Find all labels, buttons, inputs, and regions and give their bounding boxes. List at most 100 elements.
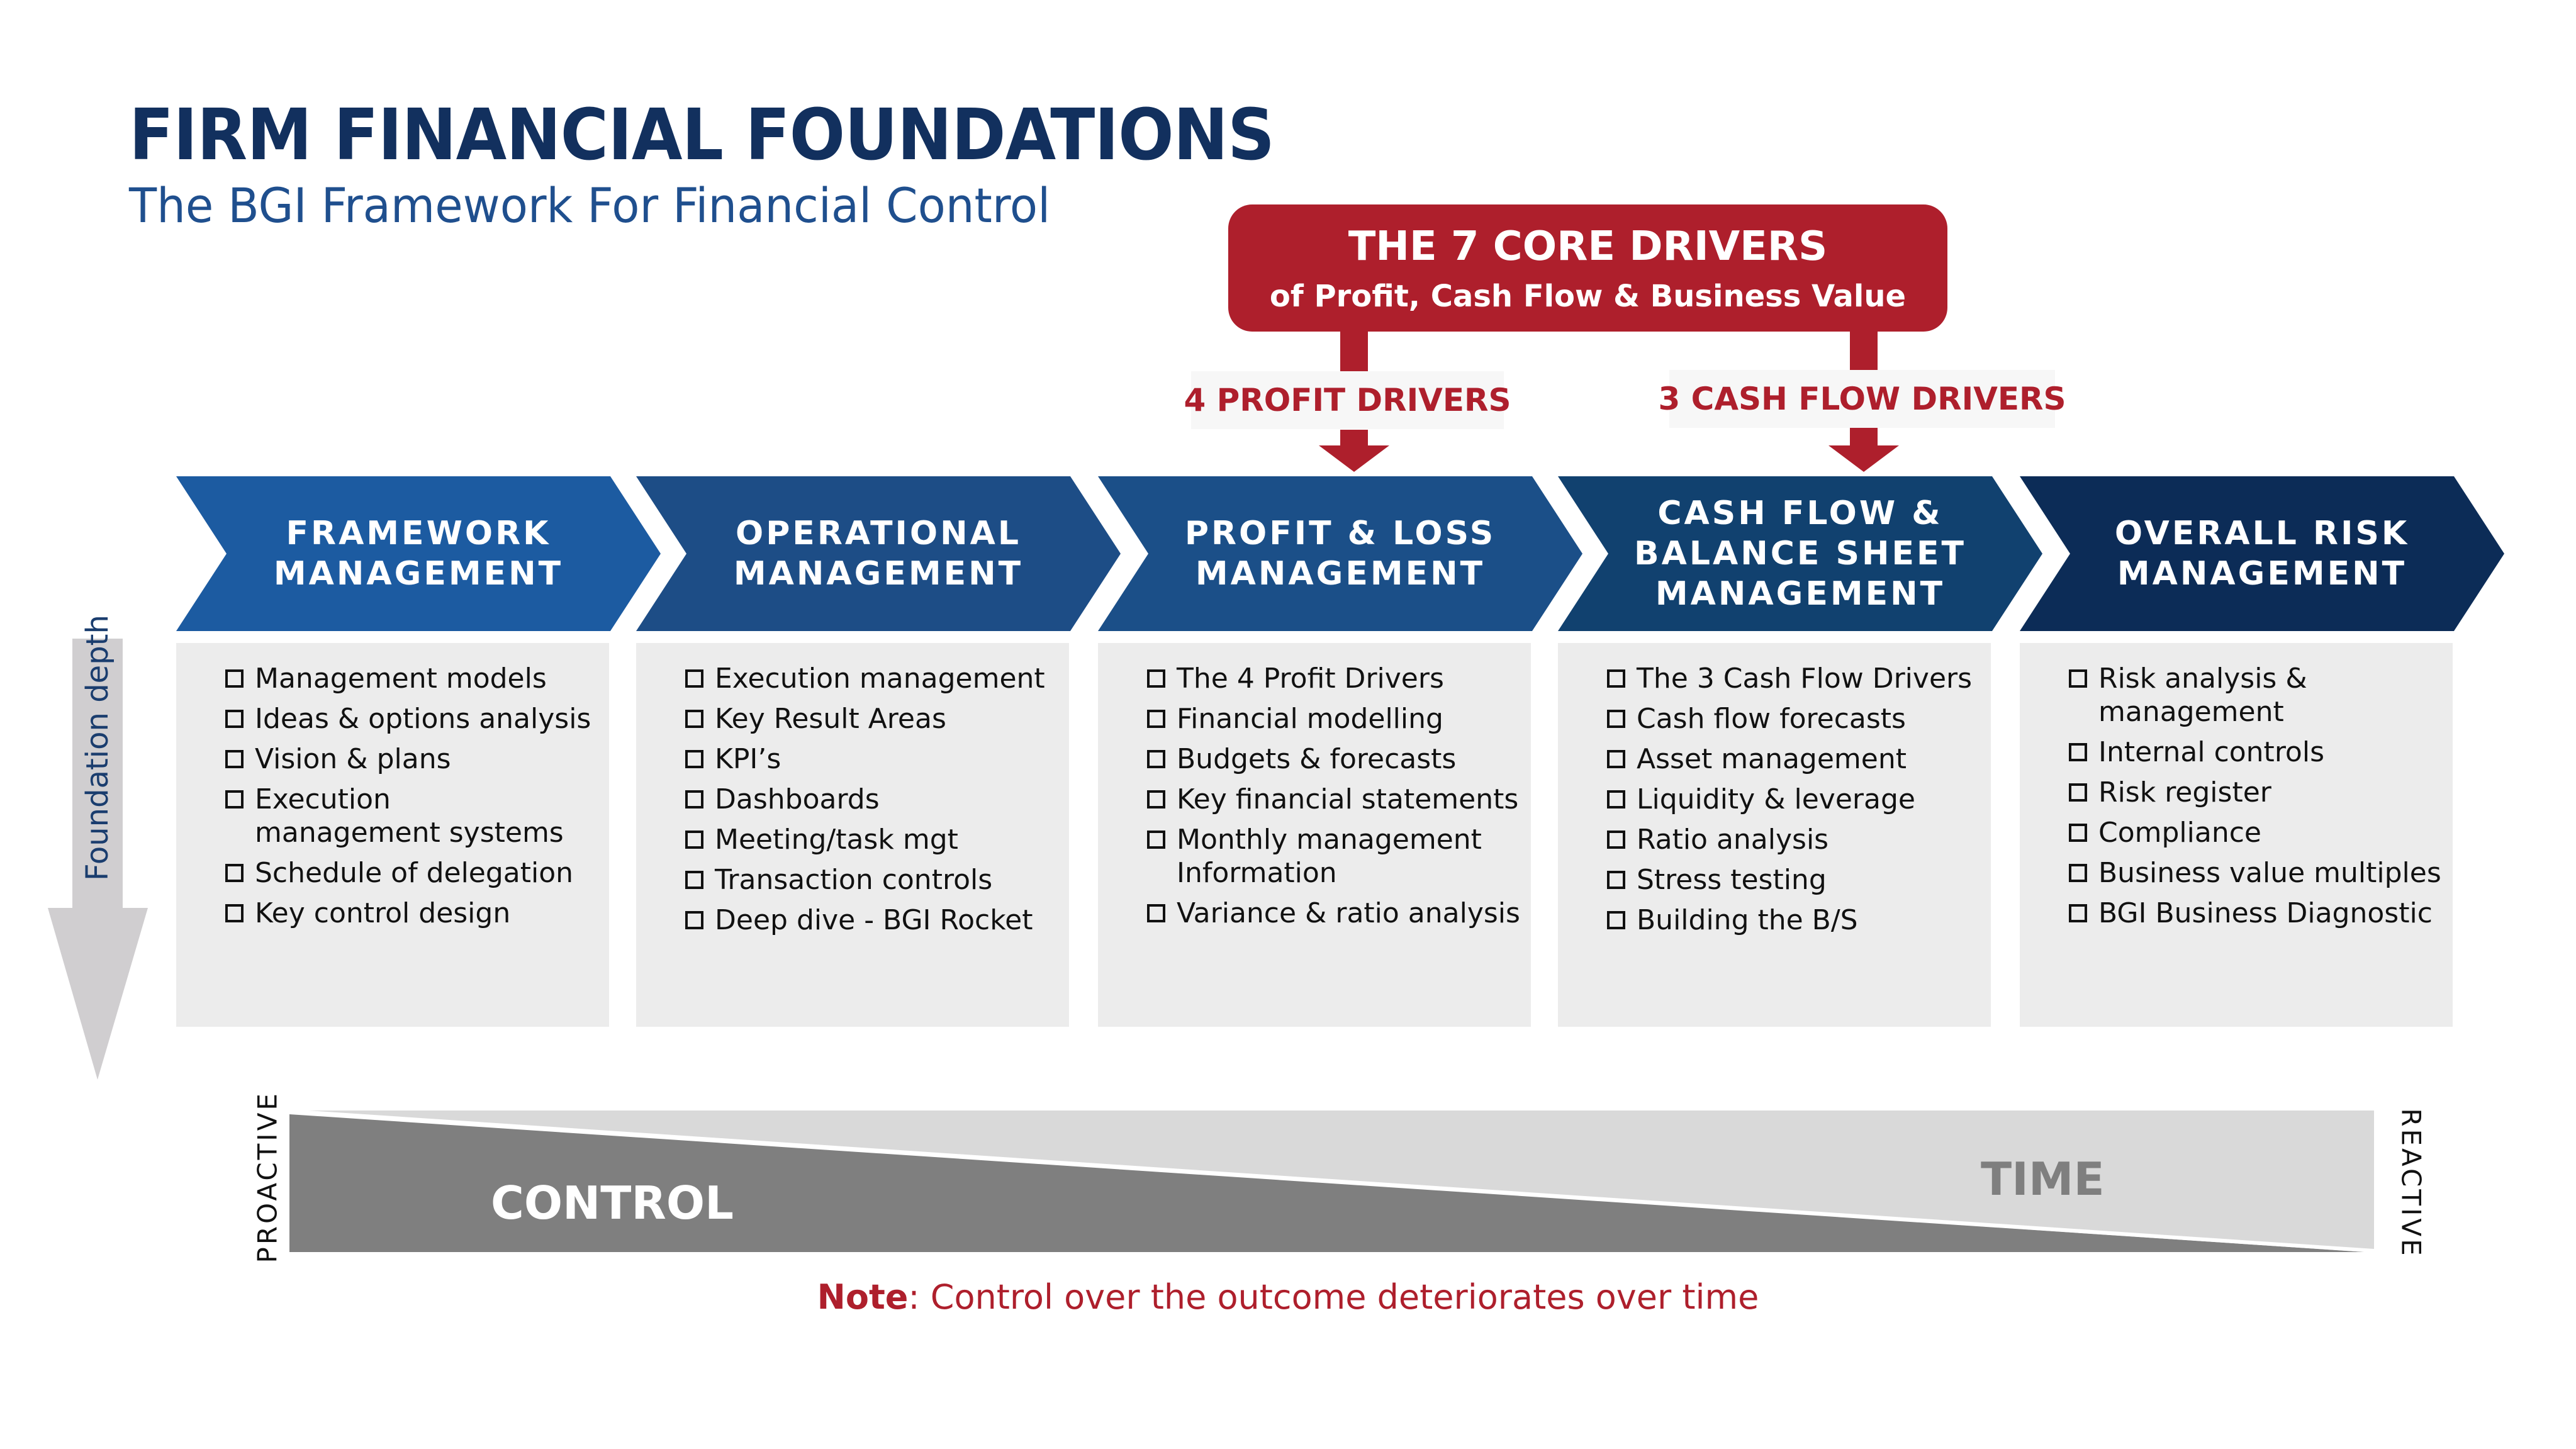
chevron-stage-5 [2020, 476, 2504, 631]
checkbox-icon[interactable] [685, 750, 703, 768]
checklist-item: The 4 Profit Drivers [1177, 663, 1444, 695]
stage-title-line: OPERATIONAL [735, 515, 1021, 552]
stage-title-line: MANAGEMENT [273, 555, 564, 593]
checkbox-icon[interactable] [1607, 790, 1625, 808]
profit-drivers-label: 4 PROFIT DRIVERS [1184, 371, 1511, 429]
core-drivers-subtitle: of Profit, Cash Flow & Business Value [1269, 279, 1907, 314]
checklist-item: Liquidity & leverage [1637, 783, 1915, 815]
checkbox-icon[interactable] [685, 710, 703, 728]
checklist-item: Stress testing [1637, 864, 1827, 896]
chevron-stage-4 [1558, 476, 2042, 631]
checkbox-icon[interactable] [2069, 904, 2087, 922]
stage-title-line: MANAGEMENT [1655, 575, 1946, 613]
proactive-label: PROACTIVE [252, 1091, 283, 1263]
checkbox-icon[interactable] [1147, 710, 1165, 728]
chevron-stage-3 [1098, 476, 1582, 631]
checkbox-icon[interactable] [225, 904, 244, 922]
profit-drivers-arrow-icon [1319, 430, 1389, 472]
checklist-item: Budgets & forecasts [1177, 743, 1457, 775]
chevron-stage-2 [636, 476, 1121, 631]
checklist-item: Ratio analysis [1637, 824, 1829, 856]
checkbox-icon[interactable] [1147, 831, 1165, 849]
stage-title-line: BALANCE SHEET [1633, 535, 1967, 573]
checkbox-icon[interactable] [685, 871, 703, 889]
checklist-item: The 3 Cash Flow Drivers [1637, 663, 1973, 695]
checklist-item: Key Result Areas [715, 703, 946, 735]
stage-title-line: MANAGEMENT [733, 555, 1024, 593]
checkbox-icon[interactable] [225, 710, 244, 728]
checkbox-icon[interactable] [2069, 824, 2087, 842]
checkbox-icon[interactable] [685, 911, 703, 929]
checklist-item: Risk register [2098, 776, 2271, 808]
cashflow-drivers-label: 3 CASH FLOW DRIVERS [1658, 370, 2066, 428]
checklist-item: Risk analysis & [2098, 663, 2307, 695]
checklist-item: Meeting/task mgt [715, 824, 958, 856]
checklist-item: Monthly management [1177, 824, 1482, 856]
checkbox-icon[interactable] [1147, 669, 1165, 688]
checkbox-icon[interactable] [685, 669, 703, 688]
checkbox-icon[interactable] [1147, 904, 1165, 922]
checkbox-icon[interactable] [2069, 743, 2087, 761]
checklist-item: Execution management [715, 663, 1045, 695]
checkbox-icon[interactable] [225, 669, 244, 688]
stage-title-line: FRAMEWORK [286, 515, 551, 552]
checklist-item: KPI’s [715, 743, 781, 775]
checkbox-icon[interactable] [1147, 750, 1165, 768]
time-label: TIME [1981, 1153, 2105, 1206]
checkbox-icon[interactable] [685, 831, 703, 849]
checklist-item: Variance & ratio analysis [1177, 897, 1520, 929]
page-title: FIRM FINANCIAL FOUNDATIONS [129, 94, 1275, 176]
checkbox-icon[interactable] [225, 750, 244, 768]
chevron-stage-1 [176, 476, 661, 631]
checklist-item: Asset management [1637, 743, 1907, 775]
checklist-item: Building the B/S [1637, 904, 1858, 936]
control-label: CONTROL [491, 1177, 734, 1229]
checkbox-icon[interactable] [1607, 911, 1625, 929]
checkbox-icon[interactable] [2069, 864, 2087, 882]
checklist-item: Deep dive - BGI Rocket [715, 904, 1033, 936]
core-drivers-title: THE 7 CORE DRIVERS [1348, 223, 1828, 270]
checkbox-icon[interactable] [1607, 871, 1625, 889]
stage-title-line: PROFIT & LOSS [1184, 515, 1496, 552]
checklist-item: Execution [255, 783, 391, 815]
checklist-item: Cash flow forecasts [1637, 703, 1906, 735]
checklist-item: Internal controls [2098, 736, 2325, 768]
checkbox-icon[interactable] [1607, 750, 1625, 768]
note-text: : Control over the outcome deteriorates … [908, 1277, 1759, 1317]
checkbox-icon[interactable] [2069, 783, 2087, 802]
checklist-item: Schedule of delegation [255, 857, 574, 889]
stage-title-line: MANAGEMENT [1195, 555, 1486, 593]
checkbox-icon[interactable] [685, 790, 703, 808]
chevron-shapes [176, 476, 2504, 631]
checklist-item: Vision & plans [255, 743, 451, 775]
reactive-label: REACTIVE [2395, 1108, 2427, 1258]
checkbox-icon[interactable] [1607, 669, 1625, 688]
checkbox-icon[interactable] [2069, 669, 2087, 688]
note: Note: Control over the outcome deteriora… [0, 1277, 2576, 1317]
checklist-item: Key control design [255, 897, 511, 929]
stage-title-line: OVERALL RISK [2114, 515, 2410, 552]
checkbox-icon[interactable] [225, 790, 244, 808]
control-region-fill [289, 1114, 2366, 1252]
checkbox-icon[interactable] [1607, 831, 1625, 849]
checklist-item: Key financial statements [1177, 783, 1519, 815]
checklist-item: management systems [255, 817, 564, 849]
core-drivers-box: THE 7 CORE DRIVERS of Profit, Cash Flow … [1228, 204, 1947, 332]
page-subtitle: The BGI Framework For Financial Control [129, 177, 1051, 233]
checklist-item: Information [1177, 857, 1337, 889]
checkbox-icon[interactable] [1147, 790, 1165, 808]
stage-title-line: CASH FLOW & [1657, 495, 1943, 532]
checklist-item: Business value multiples [2098, 857, 2441, 889]
note-prefix: Note [817, 1277, 909, 1317]
checkbox-icon[interactable] [1607, 710, 1625, 728]
checkbox-icon[interactable] [225, 864, 244, 882]
checklist-item: Ideas & options analysis [255, 703, 591, 735]
